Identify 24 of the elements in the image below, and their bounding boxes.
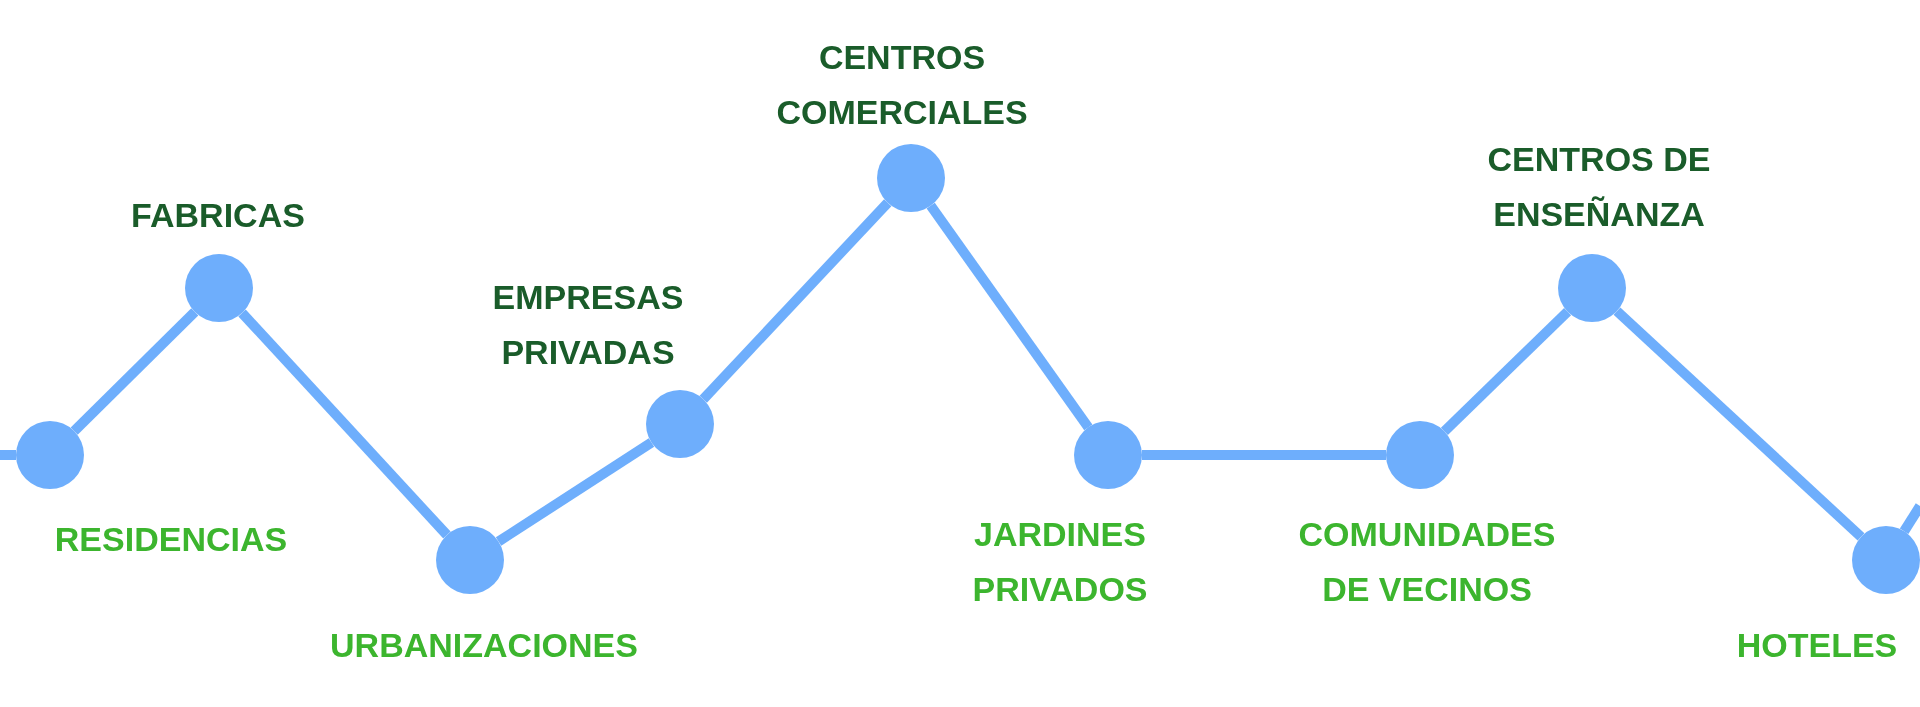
connector-line <box>1899 503 1920 534</box>
category-label: FABRICAS <box>130 195 306 236</box>
category-label: RESIDENCIAS <box>53 519 289 560</box>
connector-line <box>0 450 16 460</box>
category-label: CENTROS DE ENSEÑANZA <box>1486 139 1712 235</box>
category-label: JARDINES PRIVADOS <box>971 514 1149 610</box>
connector-line <box>1613 307 1865 541</box>
category-label: EMPRESAS PRIVADAS <box>491 277 685 373</box>
connector-line <box>495 438 655 546</box>
connector-line <box>70 308 199 435</box>
circle-marker <box>1558 254 1626 322</box>
circle-marker <box>646 390 714 458</box>
circle-marker <box>1852 526 1920 594</box>
connector-line <box>1142 450 1386 460</box>
category-label: COMUNIDADES DE VECINOS <box>1297 514 1557 610</box>
connector-line <box>1440 308 1572 435</box>
connector-line <box>699 199 892 403</box>
circle-marker <box>436 526 504 594</box>
category-label: HOTELES <box>1735 625 1899 666</box>
circle-marker <box>185 254 253 322</box>
category-label: CENTROS COMERCIALES <box>775 37 1029 133</box>
category-label: URBANIZACIONES <box>329 625 639 666</box>
connector-line <box>238 309 451 539</box>
connector-line <box>926 202 1093 431</box>
